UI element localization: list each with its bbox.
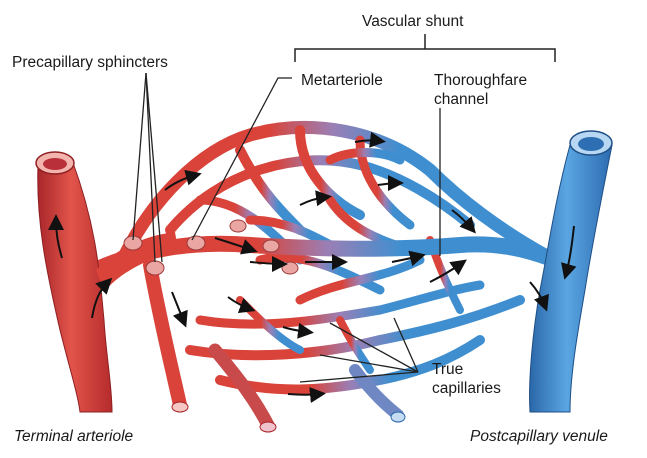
vascular-shunt-label: Vascular shunt [362,12,463,31]
descending-vessel [150,265,180,405]
sphincter [187,236,205,250]
vessel-opening [172,402,188,412]
true-capillaries-label: True capillaries [432,360,501,398]
vessel-opening [260,422,276,432]
venule-lumen [578,137,604,151]
capillary-network [120,128,545,390]
leader-true-capillaries-3 [394,318,418,372]
flow-arrow [250,262,282,264]
flow-arrow [288,394,320,395]
terminal-arteriole-label: Terminal arteriole [14,427,133,446]
metarteriole-label: Metarteriole [301,71,383,90]
sphincter [263,240,279,252]
sphincter [230,220,246,232]
true-capillaries-label-line-2: capillaries [432,379,501,398]
thoroughfare-channel-label-line-1: Thoroughfare [434,71,527,90]
thoroughfare-channel-label: Thoroughfare channel [434,71,527,109]
flow-arrow [378,183,398,185]
postcapillary-venule-vessel [530,145,612,412]
sphincter [282,262,298,274]
sphincter [146,261,164,275]
arteriole-lumen [43,158,67,170]
thoroughfare-channel-label-line-2: channel [434,90,527,109]
precapillary-sphincters-label: Precapillary sphincters [12,53,168,72]
postcapillary-venule-label: Postcapillary venule [470,427,608,446]
vascular-shunt-bracket [295,34,555,62]
vessel-opening [391,412,405,422]
flow-arrow [300,197,326,205]
true-capillaries-label-line-1: True [432,360,501,379]
flow-arrow [283,327,308,332]
flow-arrow [172,292,184,322]
terminal-arteriole-vessel [38,160,112,412]
